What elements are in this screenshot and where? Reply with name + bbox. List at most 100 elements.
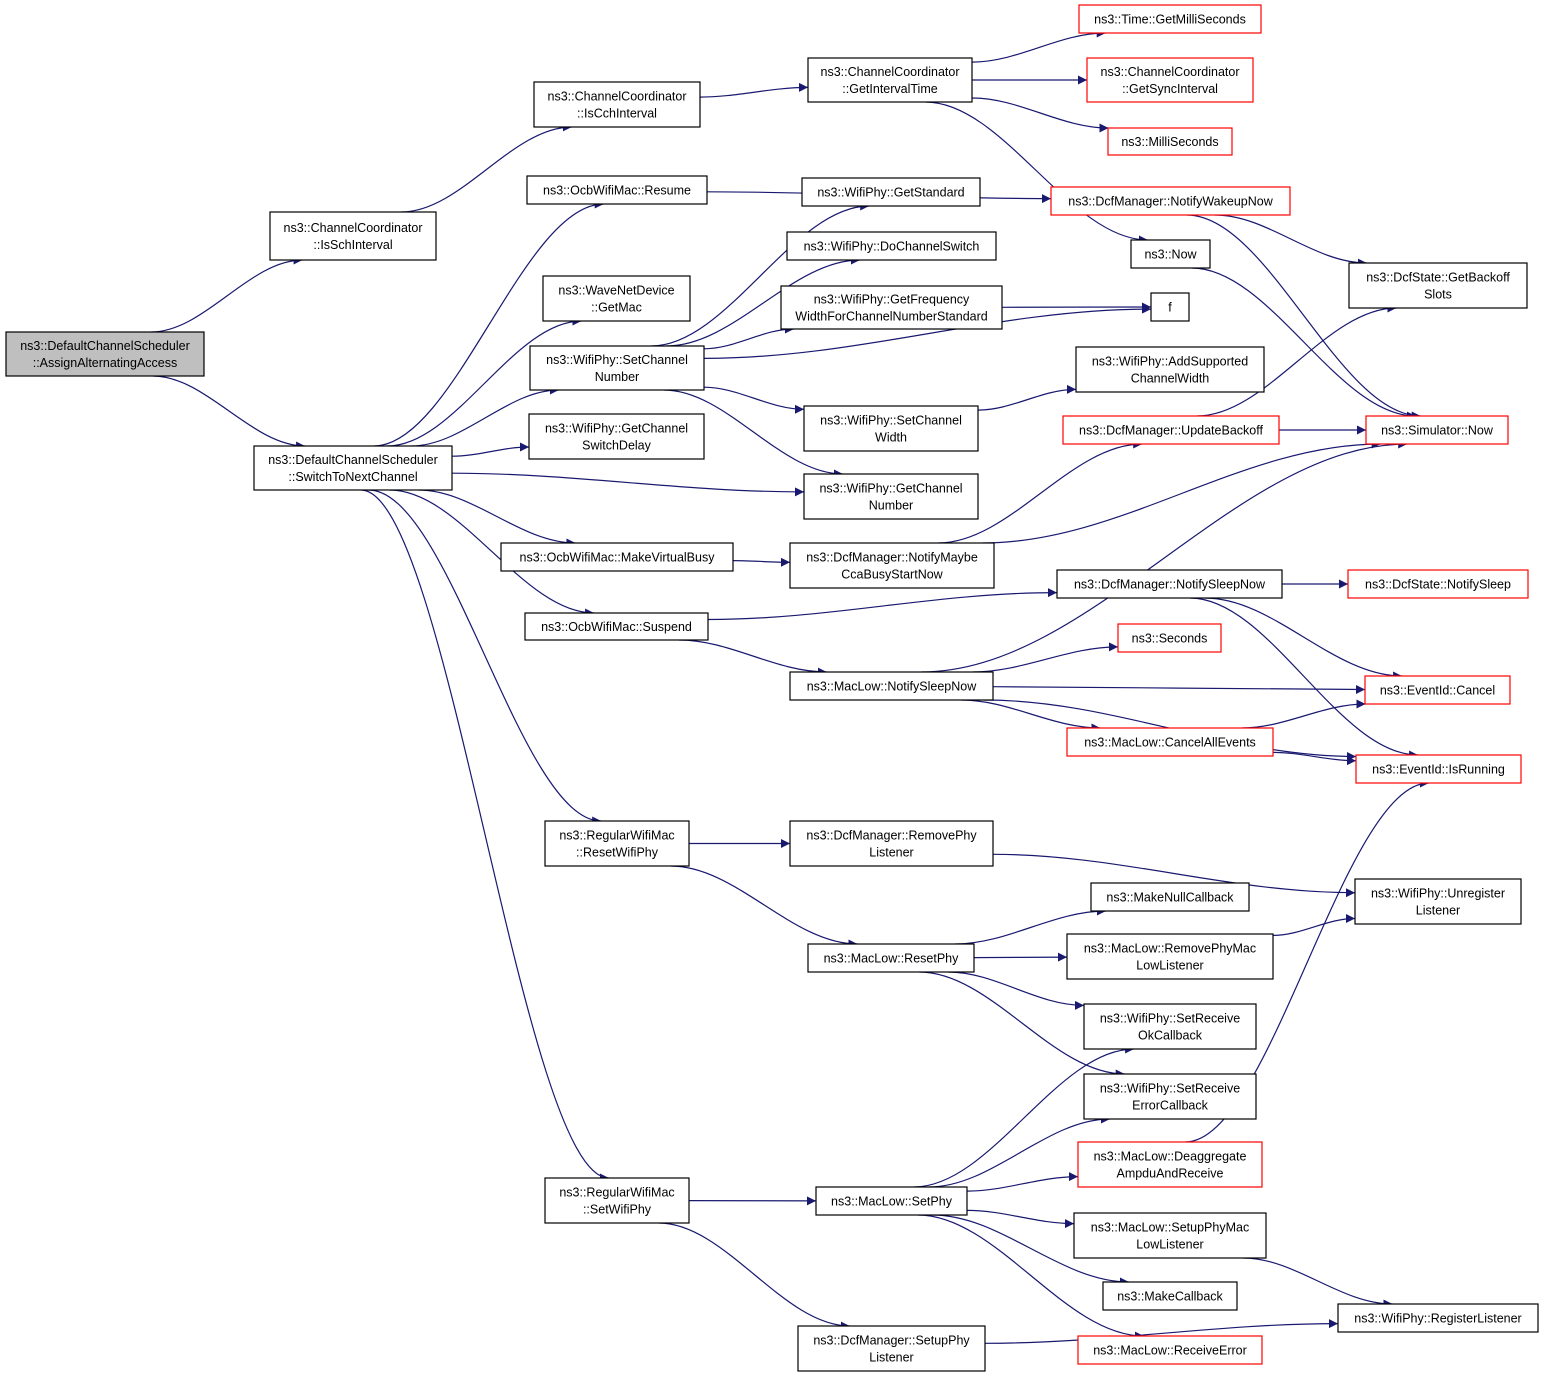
node-box[interactable] — [1077, 1335, 1263, 1365]
node-macLowResetPhy[interactable]: ns3::MacLow::ResetPhy — [807, 943, 975, 973]
node-root[interactable]: ns3::DefaultChannelScheduler::AssignAlte… — [5, 331, 205, 377]
node-registerListener[interactable]: ns3::WifiPhy::RegisterListener — [1337, 1303, 1539, 1333]
node-box[interactable] — [1354, 878, 1522, 925]
node-notifyWakeup[interactable]: ns3::DcfManager::NotifyWakeupNow — [1050, 186, 1291, 216]
node-f[interactable]: f — [1150, 292, 1190, 322]
node-box[interactable] — [1075, 346, 1265, 393]
node-box[interactable] — [797, 1325, 986, 1372]
node-macLowSetPhy[interactable]: ns3::MacLow::SetPhy — [815, 1186, 968, 1216]
node-box[interactable] — [786, 231, 997, 261]
node-box[interactable] — [789, 671, 994, 701]
node-box[interactable] — [1107, 127, 1233, 156]
node-box[interactable] — [526, 175, 708, 205]
node-macLowNotifySleep[interactable]: ns3::MacLow::NotifySleepNow — [789, 671, 994, 701]
node-box[interactable] — [1066, 933, 1274, 980]
node-ocbSuspend[interactable]: ns3::OcbWifiMac::Suspend — [524, 612, 709, 641]
node-box[interactable] — [1348, 262, 1528, 309]
node-cancelAllEvents[interactable]: ns3::MacLow::CancelAllEvents — [1066, 727, 1274, 757]
node-switchNext[interactable]: ns3::DefaultChannelScheduler::SwitchToNe… — [253, 445, 453, 491]
node-box[interactable] — [5, 331, 205, 377]
node-eventCancel[interactable]: ns3::EventId::Cancel — [1364, 675, 1511, 705]
node-simulatorNow[interactable]: ns3::Simulator::Now — [1365, 415, 1509, 445]
node-isSch[interactable]: ns3::ChannelCoordinator::IsSchInterval — [269, 211, 437, 261]
node-box[interactable] — [533, 81, 701, 128]
node-box[interactable] — [1347, 569, 1529, 599]
node-seconds[interactable]: ns3::Seconds — [1117, 623, 1222, 653]
node-box[interactable] — [500, 542, 734, 572]
node-box[interactable] — [803, 405, 979, 452]
node-box[interactable] — [780, 285, 1003, 330]
node-box[interactable] — [1090, 882, 1250, 912]
node-box[interactable] — [1083, 1003, 1257, 1050]
node-box[interactable] — [1083, 1073, 1257, 1120]
node-getFreqWidth[interactable]: ns3::WifiPhy::GetFrequencyWidthForChanne… — [780, 285, 1003, 330]
node-makeCallback[interactable]: ns3::MakeCallback — [1102, 1281, 1238, 1311]
node-box[interactable] — [1117, 623, 1222, 653]
node-box[interactable] — [1077, 1141, 1263, 1188]
node-getMilliSeconds[interactable]: ns3::Time::GetMilliSeconds — [1078, 4, 1262, 34]
node-makeNullCallback[interactable]: ns3::MakeNullCallback — [1090, 882, 1250, 912]
node-doChannelSwitch[interactable]: ns3::WifiPhy::DoChannelSwitch — [786, 231, 997, 261]
node-box[interactable] — [542, 275, 691, 322]
node-box[interactable] — [544, 820, 690, 867]
node-box[interactable] — [789, 542, 995, 589]
node-ocbResume[interactable]: ns3::OcbWifiMac::Resume — [526, 175, 708, 205]
node-box[interactable] — [1130, 239, 1211, 269]
node-waveGetMac[interactable]: ns3::WaveNetDevice::GetMac — [542, 275, 691, 322]
node-isCch[interactable]: ns3::ChannelCoordinator::IsCchInterval — [533, 81, 701, 128]
node-box[interactable] — [803, 473, 979, 520]
node-box[interactable] — [528, 413, 705, 460]
node-box[interactable] — [529, 345, 705, 391]
node-box[interactable] — [801, 177, 981, 207]
node-setWifiPhy[interactable]: ns3::RegularWifiMac::SetWifiPhy — [544, 1177, 690, 1224]
node-getStandard[interactable]: ns3::WifiPhy::GetStandard — [801, 177, 981, 207]
node-getSyncInterval[interactable]: ns3::ChannelCoordinator::GetSyncInterval — [1086, 57, 1254, 103]
node-now[interactable]: ns3::Now — [1130, 239, 1211, 269]
node-box[interactable] — [253, 445, 453, 491]
node-notifyMaybeCca[interactable]: ns3::DcfManager::NotifyMaybeCcaBusyStart… — [789, 542, 995, 589]
node-box[interactable] — [807, 943, 975, 973]
node-receiveError[interactable]: ns3::MacLow::ReceiveError — [1077, 1335, 1263, 1365]
node-box[interactable] — [1086, 57, 1254, 103]
node-box[interactable] — [1056, 569, 1283, 599]
node-box[interactable] — [524, 612, 709, 641]
node-box[interactable] — [1050, 186, 1291, 216]
node-box[interactable] — [1102, 1281, 1238, 1311]
node-box[interactable] — [789, 820, 994, 867]
node-box[interactable] — [1150, 292, 1190, 322]
node-box[interactable] — [1078, 4, 1262, 34]
node-getIntervalTime[interactable]: ns3::ChannelCoordinator::GetIntervalTime — [807, 57, 973, 103]
node-box[interactable] — [1355, 754, 1522, 784]
node-updateBackoff[interactable]: ns3::DcfManager::UpdateBackoff — [1062, 415, 1280, 445]
node-eventIsRunning[interactable]: ns3::EventId::IsRunning — [1355, 754, 1522, 784]
node-box[interactable] — [1365, 415, 1509, 445]
node-box[interactable] — [1337, 1303, 1539, 1333]
node-makeVirtualBusy[interactable]: ns3::OcbWifiMac::MakeVirtualBusy — [500, 542, 734, 572]
node-milliSeconds[interactable]: ns3::MilliSeconds — [1107, 127, 1233, 156]
node-dcfStateNotifySleep[interactable]: ns3::DcfState::NotifySleep — [1347, 569, 1529, 599]
node-box[interactable] — [269, 211, 437, 261]
node-box[interactable] — [1066, 727, 1274, 757]
node-box[interactable] — [815, 1186, 968, 1216]
node-box[interactable] — [1073, 1212, 1267, 1259]
node-notifySleepNowDcf[interactable]: ns3::DcfManager::NotifySleepNow — [1056, 569, 1283, 599]
node-box[interactable] — [544, 1177, 690, 1224]
node-box[interactable] — [1364, 675, 1511, 705]
node-resetWifiPhy[interactable]: ns3::RegularWifiMac::ResetWifiPhy — [544, 820, 690, 867]
node-box[interactable] — [1062, 415, 1280, 445]
node-box[interactable] — [807, 57, 973, 103]
